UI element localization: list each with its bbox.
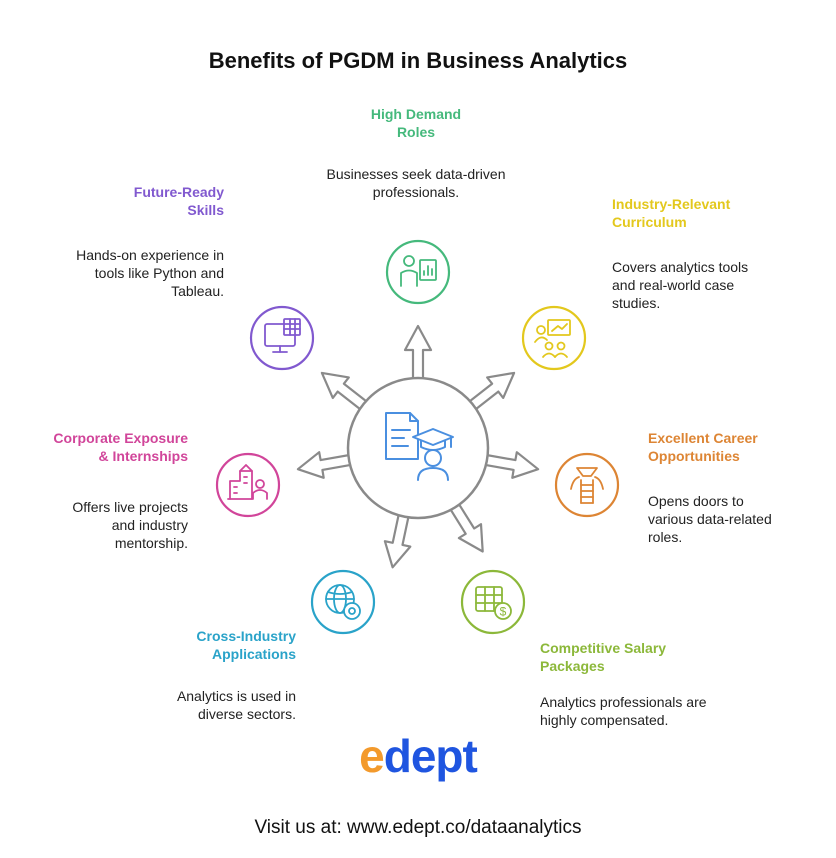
benefit-label-future-ready-skills: Future-Ready Skills (133, 184, 224, 218)
salary-sheet-icon: $ (475, 586, 512, 620)
teaching-group-icon (534, 319, 571, 358)
benefit-label-competitive-salary-packages: Competitive Salary Packages (540, 640, 667, 674)
computer-dashboard-icon (264, 318, 301, 353)
benefit-node (385, 239, 451, 305)
graduate-document-icon (385, 412, 454, 481)
benefit-node-ring (460, 569, 526, 635)
benefit-node (215, 452, 281, 518)
benefit-node-ring (215, 452, 281, 518)
benefit-node-ring (385, 239, 451, 305)
benefit-icon-nodes: $ (215, 239, 620, 635)
benefit-node-ring (310, 569, 376, 635)
presenter-chart-icon (400, 255, 437, 287)
logo-accent: e (359, 730, 385, 782)
benefit-label-high-demand-roles: High Demand Roles (370, 106, 462, 140)
benefit-node (310, 569, 376, 635)
benefit-label-corporate-exposure-internships: Corporate Exposure & Internships (53, 430, 188, 464)
central-hub (346, 376, 490, 520)
benefit-node (554, 452, 620, 518)
benefit-node: $ (460, 569, 526, 635)
svg-text:$: $ (500, 605, 507, 619)
benefit-node-ring (249, 305, 315, 371)
logo-text: dept (383, 730, 478, 782)
footer-url: Visit us at: www.edept.co/dataanalytics (254, 817, 582, 838)
benefit-label-excellent-career-opportunities: Excellent Career Opportunities (648, 430, 758, 464)
benefit-desc-excellent-career-opportunities: Opens doors to various data-related role… (648, 493, 772, 545)
benefit-node (249, 305, 315, 371)
benefit-node (521, 305, 587, 371)
office-intern-icon (227, 464, 268, 500)
benefit-desc-high-demand-roles: Businesses seek data-driven professional… (326, 166, 506, 200)
arrow-rays (296, 324, 540, 569)
globe-gear-icon (325, 584, 361, 620)
edept-logo: edept (0, 728, 836, 784)
benefit-desc-competitive-salary-packages: Analytics professionals are highly compe… (540, 694, 707, 728)
career-ladder-icon (570, 467, 604, 504)
benefit-desc-industry-relevant-curriculum: Covers analytics tools and real-world ca… (612, 259, 749, 311)
page-title: Benefits of PGDM in Business Analytics (208, 48, 628, 73)
benefit-desc-future-ready-skills: Hands-on experience in tools like Python… (76, 247, 224, 299)
benefit-label-cross-industry-applications: Cross-Industry Applications (196, 628, 296, 662)
benefit-node-ring (521, 305, 587, 371)
benefit-label-industry-relevant-curriculum: Industry-Relevant Curriculum (612, 196, 731, 230)
benefit-desc-corporate-exposure-internships: Offers live projects and industry mentor… (72, 499, 188, 551)
benefit-desc-cross-industry-applications: Analytics is used in diverse sectors. (176, 688, 296, 722)
